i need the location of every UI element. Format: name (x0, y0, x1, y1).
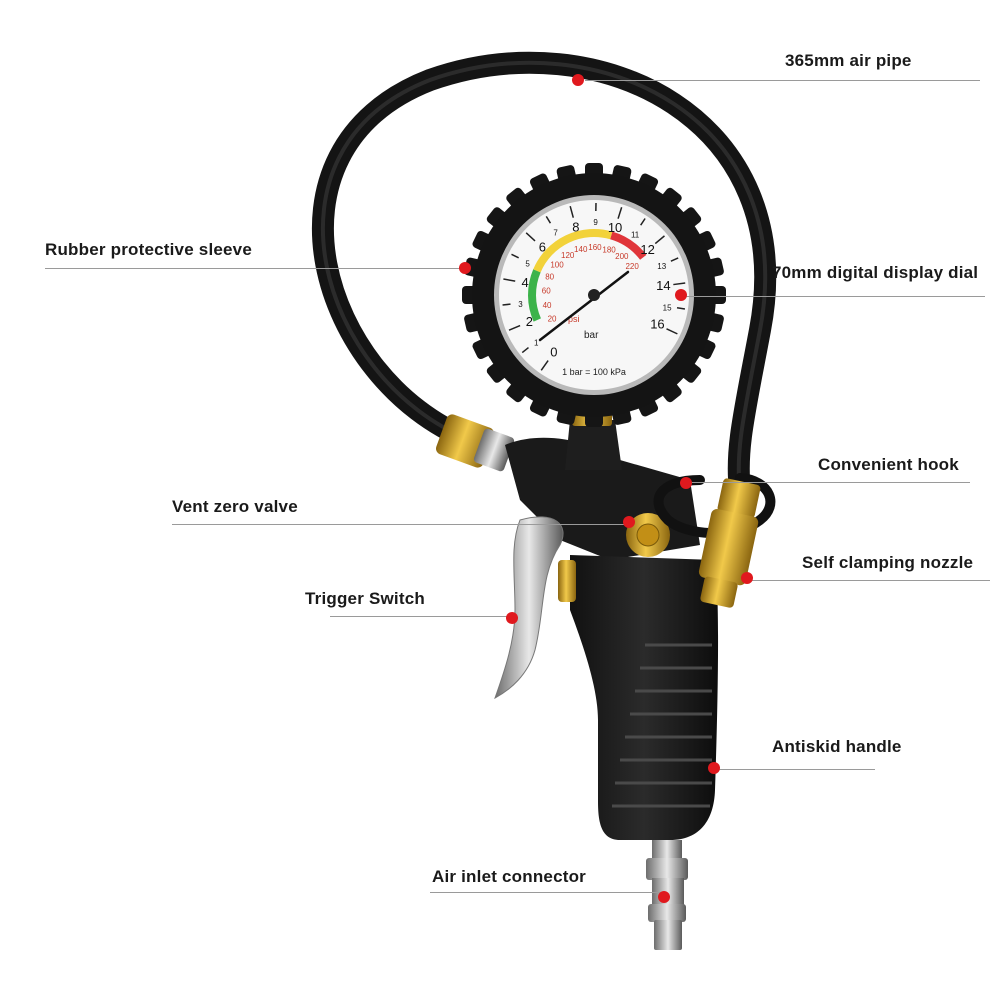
psi-tick-label: 140 (574, 245, 588, 254)
bar-tick (654, 235, 665, 245)
psi-tick-label: 80 (545, 273, 554, 282)
psi-tick-label: 180 (602, 245, 616, 254)
marker-digital-dial (675, 289, 687, 301)
marker-nozzle (741, 572, 753, 584)
marker-convenient-hook (680, 477, 692, 489)
air-inlet-fitting (646, 840, 688, 950)
marker-handle (708, 762, 720, 774)
leader-trigger (330, 616, 510, 617)
leader-air-pipe (585, 80, 980, 81)
bar-unit-label: bar (584, 330, 599, 341)
bar-tick (569, 205, 575, 218)
callout-handle: Antiskid handle (772, 737, 902, 756)
bar-tick-label: 10 (608, 220, 622, 235)
bar-tick (617, 207, 623, 219)
bar-tick-label: 14 (656, 278, 670, 293)
bar-tick-label: 13 (657, 262, 666, 271)
marker-trigger (506, 612, 518, 624)
bar-tick-label: 11 (631, 230, 640, 239)
bar-tick-label: 8 (572, 219, 579, 234)
psi-unit-label: psi (568, 314, 580, 324)
leader-digital-dial (685, 296, 985, 297)
bar-tick (508, 324, 521, 331)
marker-inlet (658, 891, 670, 903)
bar-tick-label: 2 (526, 314, 533, 329)
bar-tick (673, 282, 686, 286)
bar-tick-label: 15 (663, 303, 672, 312)
self-clamping-nozzle (698, 478, 761, 608)
psi-tick-label: 120 (561, 251, 575, 260)
bar-tick-label: 9 (593, 218, 598, 227)
bar-tick-label: 1 (534, 338, 539, 347)
psi-tick-label: 100 (550, 260, 564, 269)
gauge-needle (538, 270, 630, 342)
bar-tick (502, 303, 511, 306)
bar-tick-label: 5 (525, 259, 530, 268)
handle-grip-ridges (612, 643, 712, 808)
bar-tick (525, 232, 536, 242)
gauge-footer-text: 1 bar = 100 kPa (562, 367, 626, 377)
bar-tick-label: 6 (539, 240, 546, 255)
hose-crimp-fitting (436, 414, 515, 472)
callout-digital-dial: 70mm digital display dial (772, 263, 979, 282)
psi-tick-label: 60 (542, 287, 551, 296)
marker-rubber-sleeve (459, 262, 471, 274)
leader-vent-valve (172, 524, 630, 525)
leader-inlet (430, 892, 665, 893)
psi-tick-label: 220 (625, 262, 639, 271)
bar-tick (676, 307, 686, 310)
bar-tick (511, 253, 519, 259)
bar-tick (521, 346, 529, 354)
callout-convenient-hook: Convenient hook (818, 455, 959, 474)
callout-air-pipe: 365mm air pipe (785, 51, 912, 70)
bar-tick (540, 360, 549, 371)
psi-tick-label: 20 (548, 314, 557, 323)
bar-tick-label: 12 (640, 242, 654, 257)
leader-convenient-hook (690, 482, 970, 483)
callout-trigger: Trigger Switch (305, 589, 425, 608)
bar-tick (670, 257, 679, 262)
bar-tick (503, 278, 516, 282)
psi-tick-label: 200 (615, 252, 629, 261)
bar-tick (666, 328, 678, 335)
vent-valve-nut (626, 513, 670, 557)
leader-nozzle (750, 580, 990, 581)
bar-tick-label: 0 (550, 344, 557, 359)
trigger-lever (494, 516, 564, 700)
leader-handle (715, 769, 875, 770)
psi-tick-label: 160 (588, 243, 602, 252)
bar-tick-label: 16 (650, 317, 664, 332)
callout-inlet: Air inlet connector (432, 867, 586, 886)
marker-air-pipe (572, 74, 584, 86)
callout-rubber-sleeve: Rubber protective sleeve (45, 240, 252, 259)
bar-tick-label: 7 (553, 229, 558, 238)
callout-nozzle: Self clamping nozzle (802, 553, 974, 572)
antiskid-handle-body (570, 555, 719, 840)
bar-tick-label: 4 (521, 275, 528, 290)
leader-rubber-sleeve (45, 268, 465, 269)
marker-vent-valve (623, 516, 635, 528)
bar-tick (545, 215, 552, 224)
bar-tick (640, 218, 646, 226)
psi-tick-label: 40 (543, 301, 552, 310)
callout-vent-valve: Vent zero valve (172, 497, 298, 516)
bar-tick-label: 3 (518, 300, 523, 309)
